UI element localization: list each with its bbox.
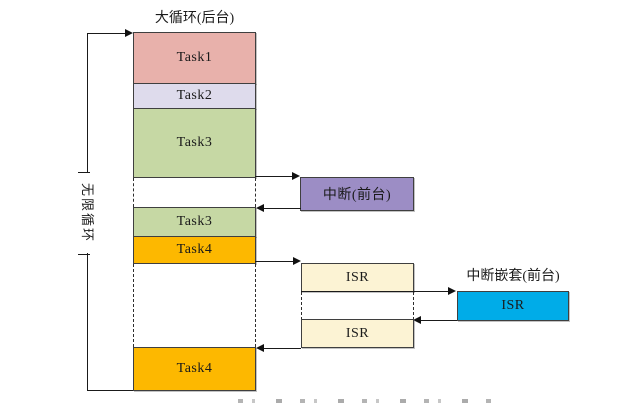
stack-suspended-gap-1 xyxy=(133,178,256,207)
nested-interrupt-title: 中断嵌套(前台) xyxy=(466,269,560,284)
interrupt-return-line xyxy=(264,208,301,209)
interrupt-entry-line xyxy=(255,176,293,177)
nested-isr-box: ISR xyxy=(457,291,569,321)
isr-second-box: ISR xyxy=(301,319,414,348)
task1-box: Task1 xyxy=(133,32,256,84)
task3-box: Task3 xyxy=(133,108,256,178)
nested-entry-line xyxy=(301,291,449,292)
nested-return-line xyxy=(421,320,457,321)
loop-top-arrowhead-icon xyxy=(125,29,133,37)
interrupt-foreground-box: 中断(前台) xyxy=(300,177,414,211)
isr-suspended-gap xyxy=(301,292,414,320)
task2-box: Task2 xyxy=(133,83,256,109)
cut-off-caption-text xyxy=(238,399,493,403)
isr-return-line xyxy=(264,348,301,349)
task3-resumed-box: Task3 xyxy=(133,207,256,237)
task4-box: Task4 xyxy=(133,236,256,264)
loop-bottom-line xyxy=(87,390,133,391)
background-loop-title: 大循环(后台) xyxy=(154,11,235,26)
infinite-loop-label: 无限循环 xyxy=(79,173,95,253)
loop-label-bottom-tick xyxy=(78,254,90,255)
interrupt-return-arrowhead-icon xyxy=(256,204,264,212)
isr-first-box: ISR xyxy=(301,263,414,292)
task4-resumed-box: Task4 xyxy=(133,347,256,391)
nested-entry-arrowhead-icon xyxy=(448,287,456,295)
interrupt-entry-arrowhead-icon xyxy=(292,172,300,180)
loop-top-line xyxy=(87,33,125,34)
loop-label-top-tick xyxy=(78,172,90,173)
isr-entry-line xyxy=(255,261,293,262)
nested-return-arrowhead-icon xyxy=(413,316,421,324)
isr-return-arrowhead-icon xyxy=(256,344,264,352)
isr-entry-arrowhead-icon xyxy=(293,257,301,265)
stack-suspended-gap-2 xyxy=(133,264,256,347)
